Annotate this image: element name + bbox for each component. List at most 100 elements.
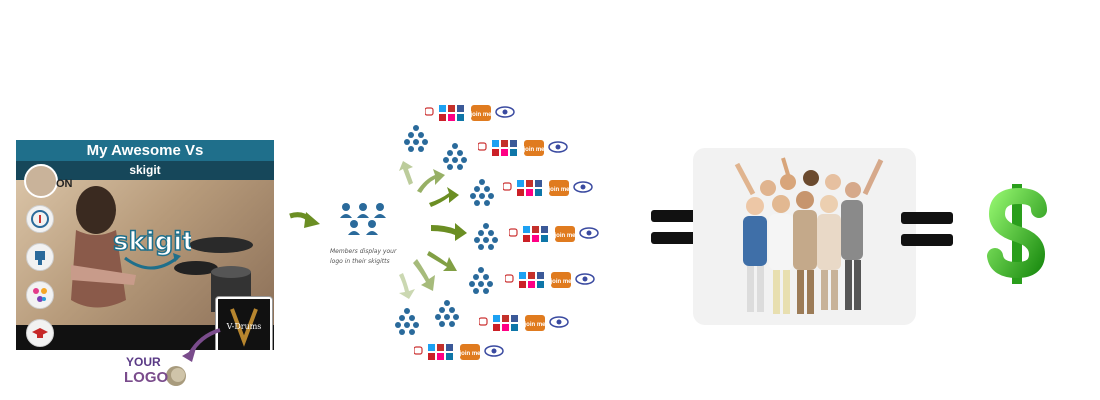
- skigit-logo: skigit: [111, 220, 195, 280]
- eye-icon: [573, 181, 593, 193]
- eye-icon: [575, 273, 595, 285]
- join-me-badge: [471, 105, 491, 121]
- graduation-cap-icon[interactable]: [26, 319, 54, 347]
- message-icon: [479, 317, 488, 326]
- flickr-icon: [526, 189, 533, 196]
- card-title: My Awesome Vs: [16, 140, 274, 161]
- thumbs-down-icon[interactable]: [26, 243, 54, 271]
- flickr-icon: [437, 353, 444, 360]
- skigit-watermark-text: skigit: [113, 227, 191, 257]
- eye-icon: [548, 141, 568, 153]
- fanout-arrows: [399, 161, 467, 299]
- eye-pupil: [502, 109, 508, 115]
- your-logo-line1: YOUR: [126, 355, 161, 369]
- happy-crowd-photo: [693, 148, 916, 325]
- linkedin-icon: [541, 235, 548, 242]
- flickr-icon: [448, 114, 455, 121]
- equals-sign-1: [651, 210, 703, 244]
- pinterest-icon: [519, 281, 526, 288]
- vdrums-sponsor-logo[interactable]: V-Drums: [215, 296, 273, 350]
- members-group-icon: [340, 203, 386, 235]
- join-me-text: join me: [469, 112, 492, 118]
- info-icon[interactable]: [26, 205, 54, 233]
- fanout-arrow: [413, 259, 435, 291]
- eye-pupil: [582, 276, 588, 282]
- eye-pupil: [491, 348, 497, 354]
- social-share-row[interactable]: join me: [414, 342, 524, 364]
- linkedin-icon: [535, 189, 542, 196]
- pinterest-icon: [517, 189, 524, 196]
- youtube-icon: [528, 272, 535, 279]
- social-share-row[interactable]: join me: [425, 103, 535, 125]
- eye-pupil: [586, 230, 592, 236]
- facebook-icon: [537, 272, 544, 279]
- social-share-row[interactable]: join me: [479, 313, 589, 335]
- join-me-badge: [524, 140, 544, 156]
- join-me-text: join me: [523, 322, 546, 328]
- fanout-arrow: [417, 169, 445, 193]
- your-logo-line2: LOGO: [124, 369, 168, 386]
- social-share-row[interactable]: join me: [509, 224, 619, 246]
- social-share-row[interactable]: join me: [478, 138, 588, 160]
- pinterest-icon: [493, 324, 500, 331]
- linkedin-icon: [457, 114, 464, 121]
- message-icon: [505, 274, 514, 283]
- message-icon: [425, 107, 434, 116]
- members-caption: Members display your logo in their skigi…: [330, 248, 397, 265]
- twitter-icon: [428, 344, 435, 351]
- skigit-card[interactable]: My Awesome Vs skigit ON skigit: [16, 140, 274, 350]
- pinterest-icon: [492, 149, 499, 156]
- join-me-badge: [549, 180, 569, 196]
- member-cluster-icon: [474, 223, 498, 250]
- dollar-sign-icon: [987, 184, 1047, 284]
- youtube-icon: [502, 315, 509, 322]
- message-icon: [509, 228, 518, 237]
- message-icon: [503, 182, 512, 191]
- join-me-badge: [460, 344, 480, 360]
- join-me-text: join me: [458, 351, 481, 357]
- fanout-arrow: [427, 251, 457, 271]
- crowd-illustration: [734, 157, 884, 314]
- pinterest-icon: [439, 114, 446, 121]
- join-me-badge: [525, 315, 545, 331]
- linkedin-icon: [510, 149, 517, 156]
- message-icon: [478, 142, 487, 151]
- twitter-icon: [519, 272, 526, 279]
- twitter-icon: [439, 105, 446, 112]
- card-subtitle: skigit: [16, 161, 274, 180]
- eye-icon: [495, 106, 515, 118]
- member-cluster-icon: [443, 143, 467, 170]
- join-me-badge: [555, 226, 575, 242]
- fanout-arrow: [399, 273, 415, 299]
- member-cluster-icon: [470, 179, 494, 206]
- equals-sign-2: [901, 212, 953, 246]
- social-share-row[interactable]: join me: [505, 270, 615, 292]
- facebook-icon: [510, 140, 517, 147]
- pinterest-icon: [523, 235, 530, 242]
- youtube-icon: [448, 105, 455, 112]
- flickr-icon: [532, 235, 539, 242]
- avatar-suffix: ON: [56, 178, 73, 190]
- share-icon[interactable]: [26, 281, 54, 309]
- message-icon: [414, 346, 423, 355]
- pinterest-icon: [428, 353, 435, 360]
- eye-pupil: [555, 144, 561, 150]
- twitter-icon: [492, 140, 499, 147]
- linkedin-icon: [511, 324, 518, 331]
- youtube-icon: [532, 226, 539, 233]
- facebook-icon: [535, 180, 542, 187]
- join-me-text: join me: [549, 279, 572, 285]
- join-me-text: join me: [547, 187, 570, 193]
- eye-icon: [549, 316, 569, 328]
- facebook-icon: [541, 226, 548, 233]
- fanout-arrow: [429, 187, 459, 207]
- eye-pupil: [556, 319, 562, 325]
- flickr-icon: [501, 149, 508, 156]
- join-me-badge: [551, 272, 571, 288]
- eye-icon: [484, 345, 504, 357]
- avatar[interactable]: [24, 164, 58, 198]
- social-share-row[interactable]: join me: [503, 178, 613, 200]
- twitter-icon: [493, 315, 500, 322]
- member-cluster-icon: [404, 125, 428, 152]
- sponsor-to-logo-arrow: [182, 328, 221, 362]
